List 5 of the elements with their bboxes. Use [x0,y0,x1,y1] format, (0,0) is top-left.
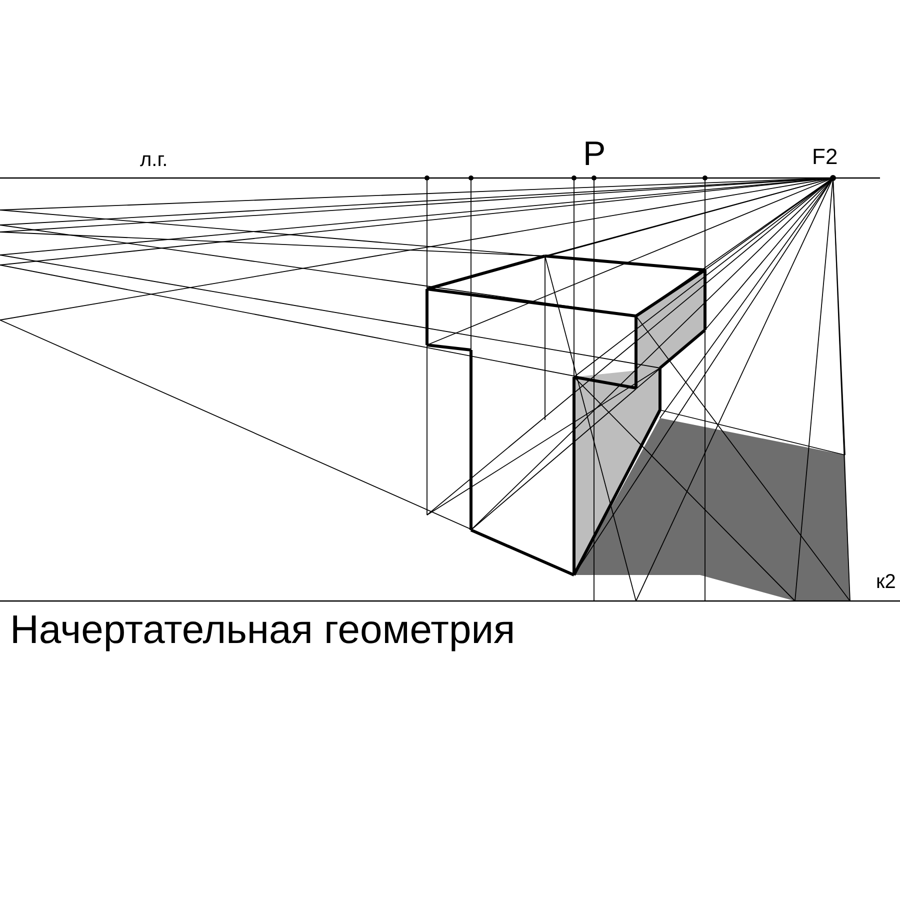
line-label: к2 [876,572,896,592]
caption: Начертательная геометрия [10,610,516,650]
point-label: P [583,137,606,171]
line-label: л.г. [140,150,168,170]
point-label: F2 [812,146,838,168]
